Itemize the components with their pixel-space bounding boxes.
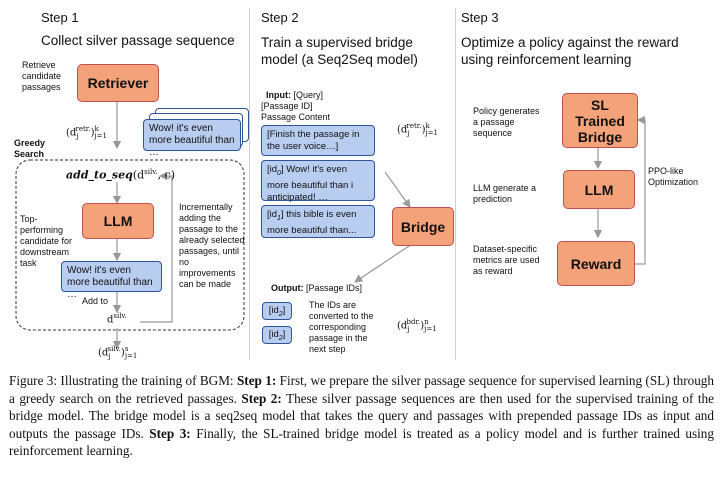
add-to-label: Add to bbox=[82, 296, 109, 306]
step3-title: Step 3 bbox=[461, 10, 499, 25]
incremental-label: Incrementally adding the passage to the … bbox=[179, 202, 245, 289]
output-id-box-1: [id2] bbox=[262, 302, 292, 320]
step1-llm-box: LLM bbox=[82, 203, 154, 239]
dataset-label: Dataset-specific metrics are used as rew… bbox=[473, 244, 540, 276]
output-label: Output: [Passage IDs] bbox=[271, 283, 363, 293]
connector-arrows bbox=[15, 101, 646, 350]
step2-title: Step 2 bbox=[261, 10, 299, 25]
greedy-search-label: Greedy Search bbox=[14, 138, 46, 159]
step2-subtitle: Train a supervised bridge model (a Seq2S… bbox=[261, 35, 418, 67]
reward-box: Reward bbox=[557, 241, 635, 286]
llm-passage-card: Wow! it's even more beautiful than … bbox=[61, 261, 162, 300]
bridge-label: Bridge bbox=[400, 218, 446, 235]
step3-subtitle: Optimize a policy against the reward usi… bbox=[461, 35, 679, 67]
ids-note: The IDs are converted to the correspondi… bbox=[309, 300, 374, 354]
add-to-seq-label: add_to_seq(dsilv., c) bbox=[66, 168, 176, 182]
divider-1 bbox=[249, 8, 250, 360]
divider-2 bbox=[455, 8, 456, 360]
sl-bridge-box: SL Trained Bridge bbox=[562, 93, 638, 148]
sl-bridge-label: SL Trained Bridge bbox=[575, 96, 625, 145]
reward-label: Reward bbox=[570, 255, 622, 272]
llm-generate-label: LLM generate a prediction bbox=[473, 183, 537, 204]
query-box: [Finish the passage in the user voice…] bbox=[261, 125, 375, 156]
policy-label: Policy generates a passage sequence bbox=[473, 106, 540, 138]
bridge-box: Bridge bbox=[392, 207, 454, 246]
figure-caption: Figure 3: Illustrating the training of B… bbox=[9, 373, 714, 458]
output-id-box-2: [id2] bbox=[262, 326, 292, 344]
ppo-label: PPO-like Optimization bbox=[648, 166, 699, 187]
step1-title: Step 1 bbox=[41, 10, 79, 25]
step1-llm-label: LLM bbox=[103, 213, 133, 229]
retriever-label: Retriever bbox=[87, 75, 149, 91]
passage-id1-box: [id1] this bible is even more beautiful … bbox=[261, 205, 375, 238]
retriever-box: Retriever bbox=[77, 64, 159, 102]
step1-subtitle: Collect silver passage sequence bbox=[41, 33, 235, 48]
dsilv-label: dsilv. bbox=[107, 312, 127, 326]
retrieve-label: Retrieve candidate passages bbox=[22, 60, 62, 92]
step3-llm-box: LLM bbox=[563, 170, 635, 209]
top-candidate-label: Top- performing candidate for downstream… bbox=[20, 214, 73, 268]
step3-llm-label: LLM bbox=[584, 181, 614, 198]
passage-card-front: Wow! it's even more beautiful than … bbox=[143, 119, 241, 158]
passage-id0-box: [id0] Wow! it's even more beautiful than… bbox=[261, 160, 375, 203]
input-label: Input: [Query] [Passage ID] Passage Cont… bbox=[261, 90, 331, 122]
